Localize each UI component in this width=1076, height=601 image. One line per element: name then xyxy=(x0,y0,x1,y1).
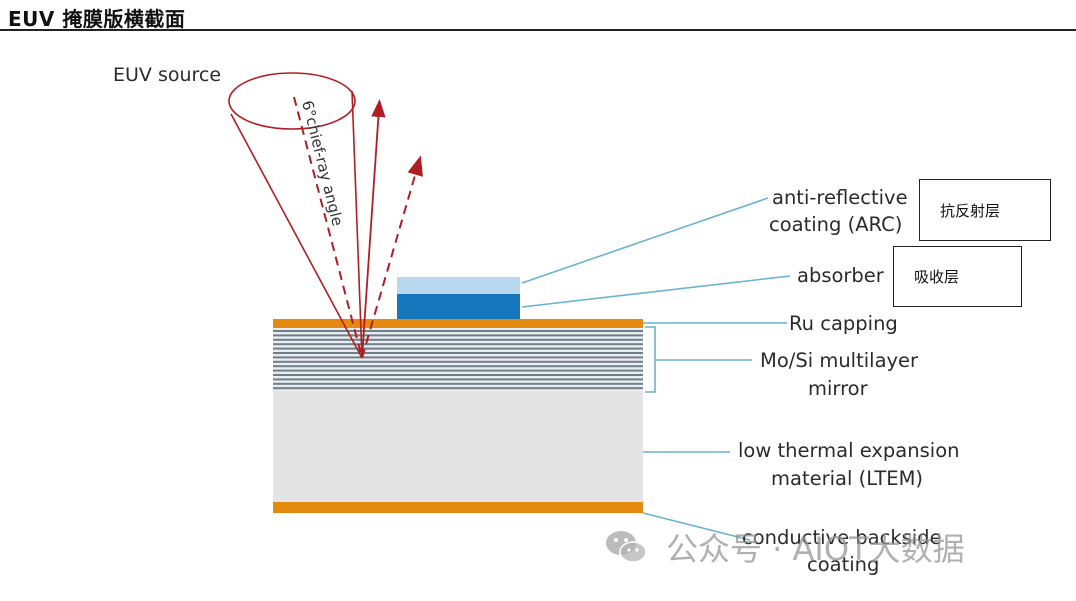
ltem-label-line2: material (LTEM) xyxy=(771,467,924,490)
backside-coating-layer xyxy=(273,502,643,513)
multilayer-line xyxy=(273,378,643,381)
arc-layer xyxy=(397,277,520,294)
arc-label-line1: anti-reflective xyxy=(772,186,908,209)
leader-absorber xyxy=(521,275,791,308)
multilayer-line xyxy=(273,330,643,332)
multilayer-line xyxy=(273,387,643,390)
multilayer-line xyxy=(273,360,643,363)
ru-capping-label: Ru capping xyxy=(789,312,898,335)
multilayer-line xyxy=(273,369,643,372)
absorber-label: absorber xyxy=(797,264,884,287)
backside-label-line2: coating xyxy=(807,553,880,576)
cone-right-edge xyxy=(351,90,363,359)
mirror-label-line1: Mo/Si multilayer xyxy=(760,349,919,372)
arc-label-line2: coating (ARC) xyxy=(769,213,903,236)
euv-source-ellipse xyxy=(228,72,356,130)
reflected-ray-dashed xyxy=(361,155,423,359)
multilayer-line xyxy=(273,334,643,337)
ru-capping-layer xyxy=(273,319,643,328)
multilayer-line xyxy=(273,374,643,376)
multilayer-line xyxy=(273,356,643,359)
multilayer-line xyxy=(273,365,643,368)
backside-label-line1: conductive backside xyxy=(742,526,942,549)
multilayer-line xyxy=(273,382,643,385)
cone-left-edge xyxy=(230,113,363,359)
absorber-layer xyxy=(397,294,520,319)
page-title: EUV 掩膜版横截面 xyxy=(8,7,186,31)
incident-chief-ray xyxy=(293,96,363,359)
ltem-substrate xyxy=(273,391,643,502)
watermark: 公众号 · AIOT大数据 xyxy=(604,524,965,570)
multilayer-mirror-stack xyxy=(273,328,643,391)
multilayer-background xyxy=(273,328,643,391)
arc-chinese-box: 抗反射层 xyxy=(919,179,1051,241)
leader-arc xyxy=(521,197,769,284)
wechat-icon xyxy=(606,531,647,563)
ltem-label-line1: low thermal expansion xyxy=(738,439,960,462)
multilayer-line xyxy=(273,352,643,354)
absorber-chinese-box: 吸收层 xyxy=(893,246,1022,307)
multilayer-line xyxy=(273,343,643,346)
reflected-ray-solid xyxy=(361,99,386,359)
bracket-multilayer xyxy=(645,326,656,393)
chief-ray-angle-label: 6°chief-ray angle xyxy=(298,99,347,228)
multilayer-line xyxy=(273,338,643,341)
mirror-label-line2: mirror xyxy=(808,377,868,400)
watermark-text: 公众号 · AIOT大数据 xyxy=(666,530,965,568)
leader-backside xyxy=(642,512,751,541)
title-divider xyxy=(0,29,1076,31)
multilayer-line xyxy=(273,347,643,350)
euv-source-label: EUV source xyxy=(113,64,222,86)
